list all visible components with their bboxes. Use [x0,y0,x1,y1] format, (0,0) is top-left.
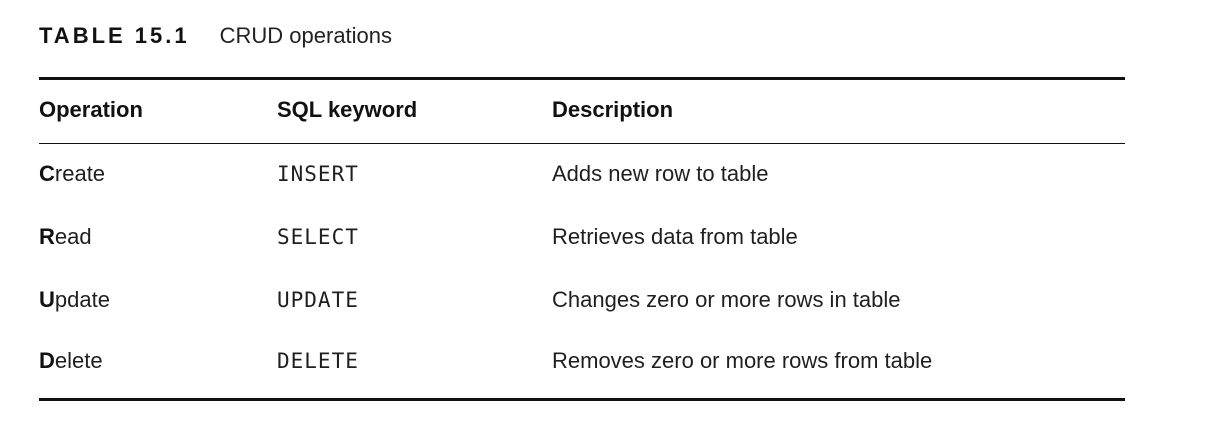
operation-initial: D [39,348,55,373]
operation-cell: Update [39,285,110,315]
operation-cell: Delete [39,346,103,376]
sql-keyword-cell: DELETE [277,349,359,373]
sql-keyword-cell: INSERT [277,162,359,186]
description-cell: Adds new row to table [552,161,769,186]
table-title: CRUD operations [219,23,393,48]
operation-initial: U [39,287,55,312]
operation-initial: R [39,224,55,249]
header-operation: Operation [39,97,143,122]
header-description: Description [552,97,674,122]
table-caption: TABLE 15.1 CRUD operations [39,20,392,52]
header-rule [39,143,1125,144]
operation-rest: elete [54,348,103,373]
table-number-label: TABLE 15.1 [39,23,190,48]
operation-rest: ead [54,224,92,249]
sql-keyword-cell: SELECT [277,225,359,249]
operation-rest: reate [54,161,106,186]
top-rule [39,77,1125,80]
description-cell: Changes zero or more rows in table [552,287,901,312]
operation-initial: C [39,161,55,186]
operation-cell: Create [39,159,105,189]
sql-keyword-cell: UPDATE [277,288,359,312]
bottom-rule [39,398,1125,401]
operation-cell: Read [39,222,92,252]
description-cell: Retrieves data from table [552,224,798,249]
header-sql-keyword: SQL keyword [277,97,418,122]
operation-rest: pdate [54,287,110,312]
description-cell: Removes zero or more rows from table [552,348,933,373]
